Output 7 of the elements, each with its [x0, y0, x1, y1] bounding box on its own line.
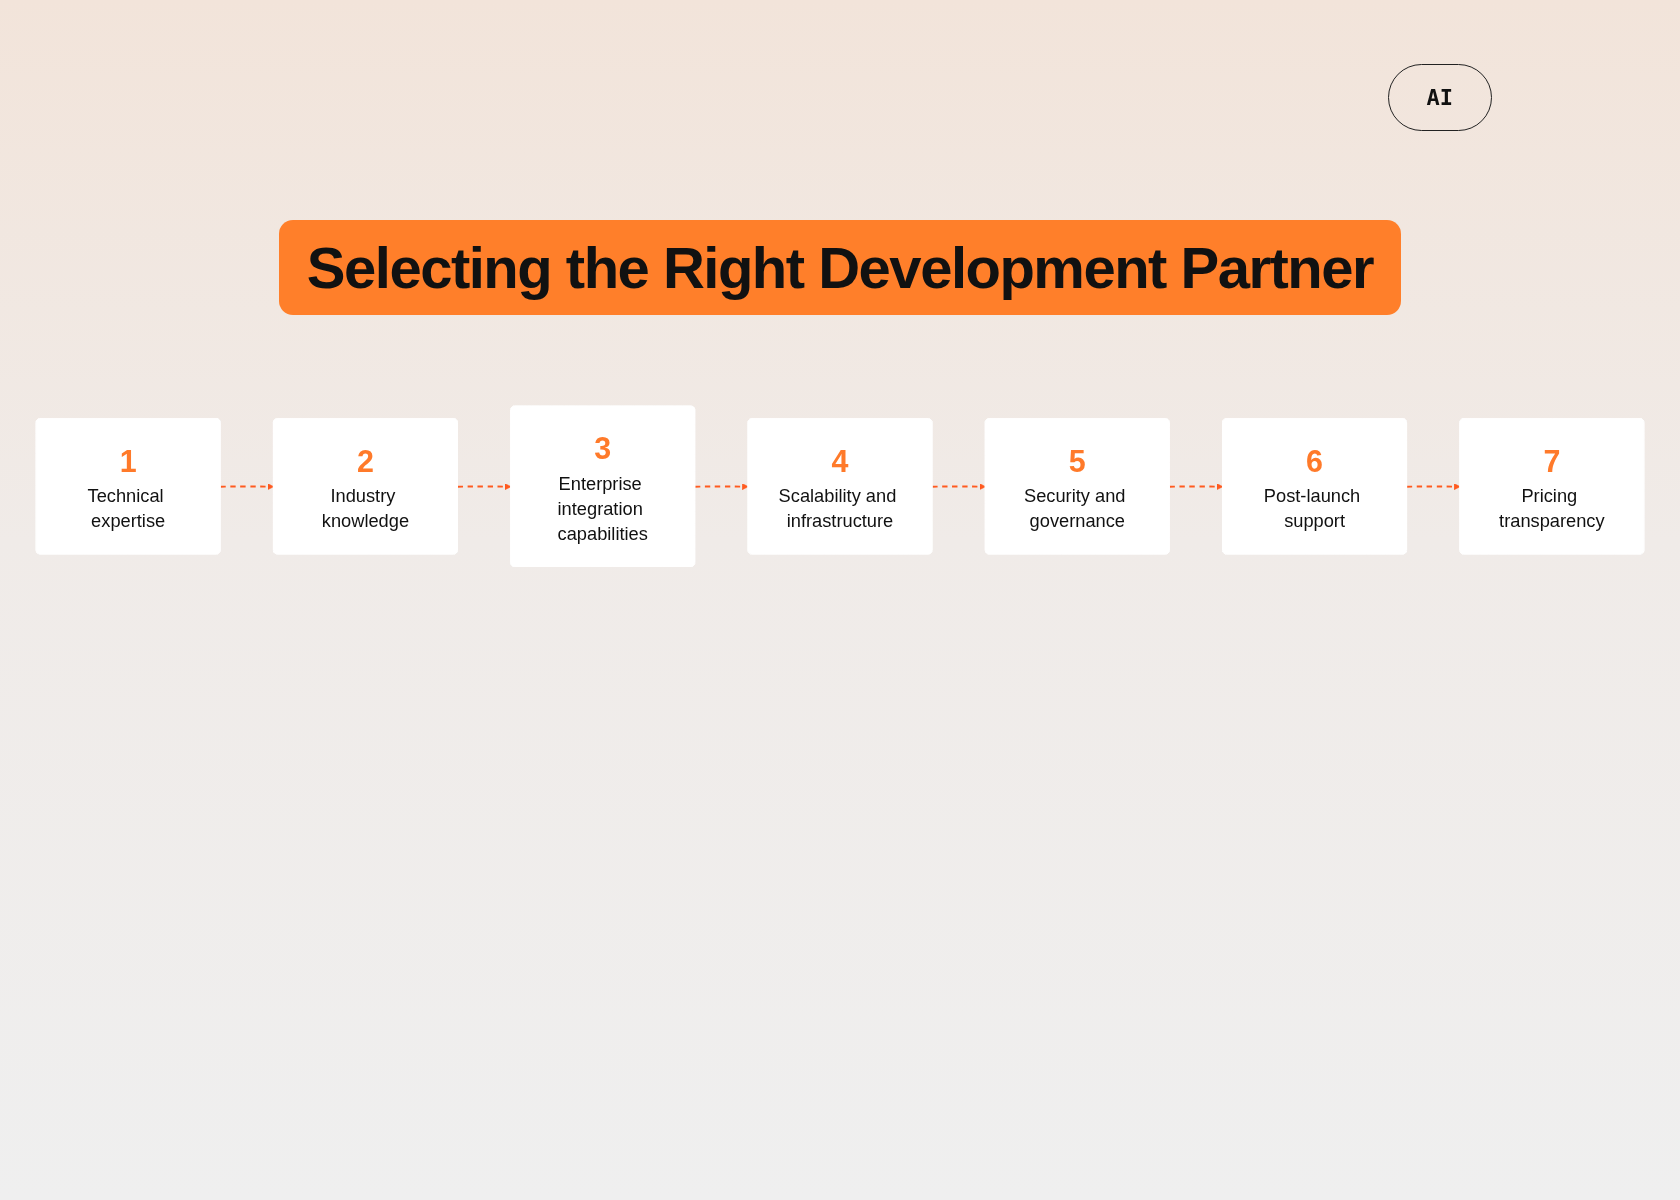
arrow	[456, 483, 512, 490]
arrow	[1168, 483, 1224, 490]
arrow	[219, 483, 275, 490]
title-banner: Selecting the Right Development Partner	[278, 220, 1402, 315]
arrow	[1406, 483, 1461, 490]
arrow	[694, 483, 749, 490]
arrow	[931, 483, 986, 490]
